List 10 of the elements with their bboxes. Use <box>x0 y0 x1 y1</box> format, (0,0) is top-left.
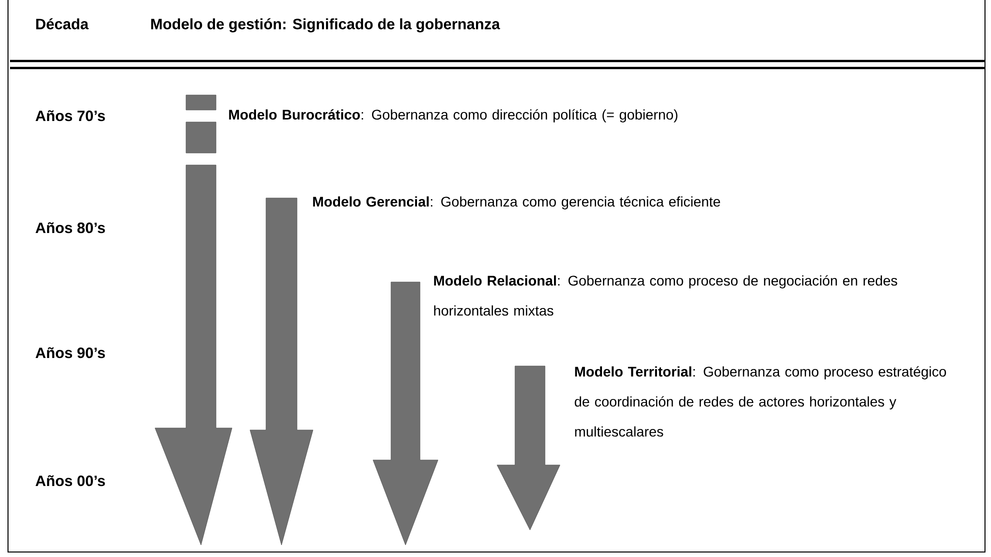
model-description: Modelo Territorial: Gobernanza como proceso estratégico de coordinación de redes de actores horizontales y multiescalares <box>574 366 946 437</box>
model-description: Modelo Relacional: Gobernanza como proceso de negociación en redes horizontales mixtas <box>434 275 898 316</box>
column-header: Década <box>36 18 89 30</box>
decade-label: Años 70’s <box>36 110 105 122</box>
model-description: Modelo Gerencial: Gobernanza como gerencia técnica eficiente <box>313 196 720 210</box>
model-description: Modelo Burocrático: Gobernanza como dirección política (= gobierno) <box>229 109 678 122</box>
decade-label: Años 80’s <box>36 222 105 234</box>
column-header: Modelo de gestión: Significado de la gobernanza <box>151 18 500 32</box>
decade-label: Años 90’s <box>36 347 105 358</box>
decade-label: Años 00’s <box>36 475 105 486</box>
